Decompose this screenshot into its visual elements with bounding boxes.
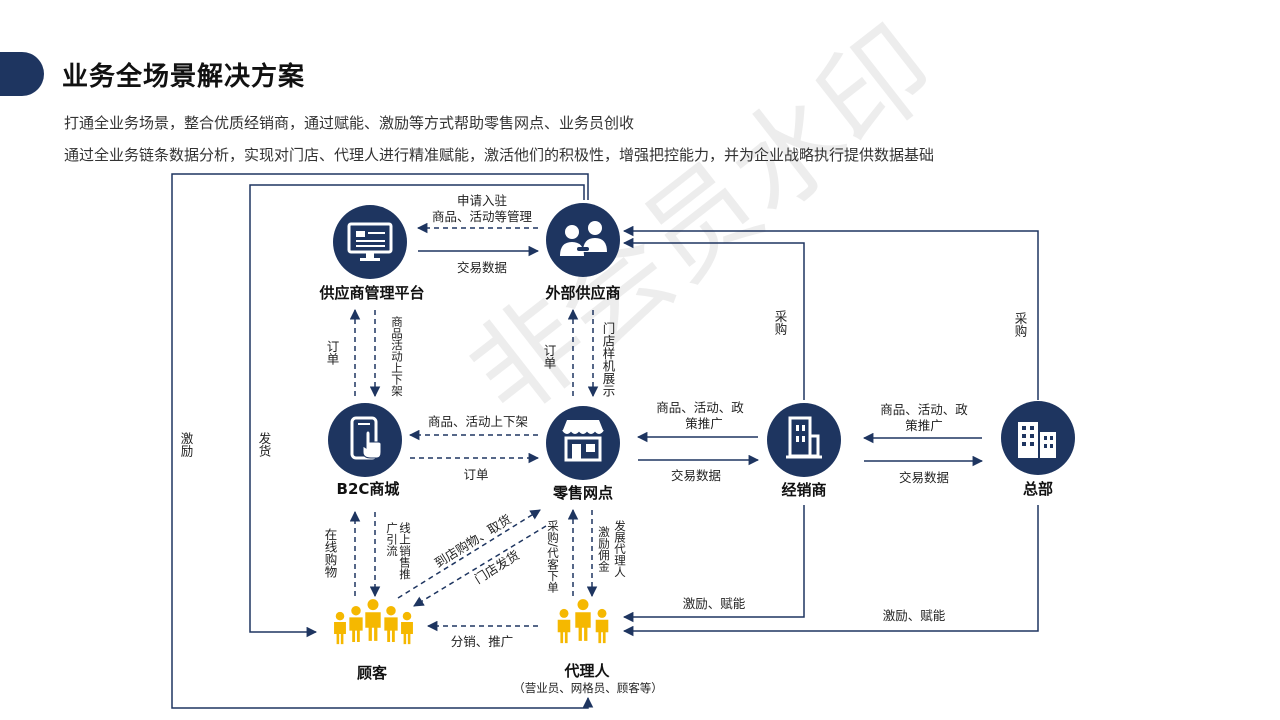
node-label-platform: 供应商管理平台 <box>318 284 424 302</box>
edge-label-commission: 激励佣金 <box>597 525 611 572</box>
edge-label-online-guide-a: 线上销售推 <box>398 521 412 579</box>
edge-pickup <box>397 509 541 599</box>
edge-label-store-display: 门店样机展示 <box>601 321 616 397</box>
edge-label-online-guide-b: 广引流 <box>385 522 399 557</box>
node-label-hq: 总部 <box>1023 480 1053 498</box>
edge-store-ship <box>413 525 547 607</box>
storefront-icon <box>562 420 604 462</box>
people-group-icon <box>557 599 609 644</box>
edge-label-hq-policy-1: 商品、活动、政 <box>880 402 968 417</box>
edge-label-online-buy: 在线购物 <box>323 528 338 579</box>
edge-label-product-shelf-v: 商品活动上下架 <box>390 315 404 396</box>
edge-label-incentive-hq: 激励、赋能 <box>883 608 946 623</box>
subtitle-line-2: 通过全业务链条数据分析，实现对门店、代理人进行精准赋能，激活他们的积极性，增强把… <box>64 146 935 164</box>
edge-label-incentive-dealer: 激励、赋能 <box>683 596 746 611</box>
node-label-retail: 零售网点 <box>552 484 613 502</box>
node-external-supplier: 外部供应商 <box>544 203 621 302</box>
node-b2c: B2C商城 <box>328 403 402 498</box>
phone-touch-icon <box>350 416 382 460</box>
monitor-icon <box>347 222 393 261</box>
edge-label-product-shelf-h: 商品、活动上下架 <box>428 414 528 429</box>
edge-label-distribute: 分销、推广 <box>451 634 514 649</box>
edge-label-hq-policy-2: 策推广 <box>905 418 943 433</box>
subtitle-line-1: 打通全业务场景，整合优质经销商，通过赋能、激励等方式帮助零售网点、业务员创收 <box>64 114 635 132</box>
node-customer: 顾客 <box>334 599 413 682</box>
building-icon <box>786 416 822 459</box>
node-retail: 零售网点 <box>546 406 620 502</box>
edge-label-dealer-policy-1: 商品、活动、政 <box>656 400 744 415</box>
office-buildings-icon <box>1018 422 1056 458</box>
node-label-b2c: B2C商城 <box>337 480 400 498</box>
incentive-loop-line <box>171 173 594 709</box>
ship-loop-line <box>249 184 585 638</box>
node-label-customer: 顾客 <box>357 664 388 682</box>
edge-label-develop-agent: 发展代理人 <box>613 519 627 577</box>
edge-label-ship: 发货 <box>257 431 272 458</box>
people-group-icon <box>334 599 413 645</box>
edge-label-order-h: 订单 <box>463 467 488 482</box>
handshake-icon <box>560 221 607 256</box>
node-dealer: 经销商 <box>767 403 841 499</box>
edge-label-dealer-policy-2: 策推广 <box>685 416 723 431</box>
edge-label-purchase-dealer: 采购 <box>773 310 788 336</box>
node-agent: 代理人 （营业员、网格员、顾客等） <box>513 599 663 695</box>
edge-label-trade-top: 交易数据 <box>457 260 507 275</box>
edge-incentive-dealer <box>622 505 805 623</box>
edge-label-dealer-trade: 交易数据 <box>671 468 721 483</box>
node-label-dealer: 经销商 <box>781 481 826 499</box>
edge-incentive-hq <box>622 505 1039 637</box>
node-label-agent: 代理人 <box>563 662 610 680</box>
edge-label-apply-1: 申请入驻 <box>457 193 508 208</box>
page-title: 业务全场景解决方案 <box>62 62 306 92</box>
edge-label-incentive: 激励 <box>179 432 194 458</box>
edge-label-order-1: 订单 <box>325 340 340 366</box>
edge-label-purchase-hq: 采购 <box>1013 312 1028 338</box>
edge-label-store-ship: 门店发货 <box>472 547 522 586</box>
edge-purchase-hq <box>622 225 1039 400</box>
edge-label-apply-2: 商品、活动等管理 <box>432 209 533 224</box>
node-sublabel-agent: （营业员、网格员、顾客等） <box>513 681 663 695</box>
edge-label-order-2: 订单 <box>542 344 557 370</box>
edge-purchase-dealer <box>622 237 805 400</box>
node-platform: 供应商管理平台 <box>318 205 425 302</box>
title-accent-tab <box>0 52 44 96</box>
node-hq: 总部 <box>1001 401 1075 498</box>
node-label-external-supplier: 外部供应商 <box>544 284 620 302</box>
edge-label-proxy-order: 采购/代客下单 <box>546 520 560 593</box>
edge-label-hq-trade: 交易数据 <box>899 470 949 485</box>
